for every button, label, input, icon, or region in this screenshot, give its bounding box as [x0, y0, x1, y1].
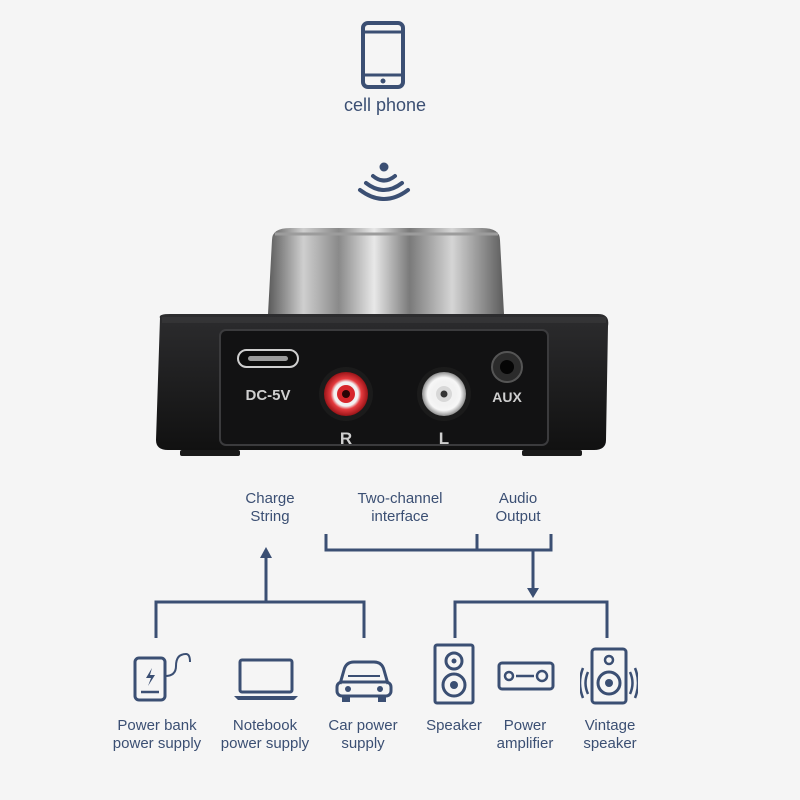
source-label: cell phone	[343, 95, 427, 115]
connector-lines	[154, 534, 609, 638]
vintage-speaker-icon	[580, 647, 638, 705]
laptop-icon	[234, 658, 298, 700]
aux-port-label: AUX	[492, 389, 522, 405]
right-channel-label: R	[340, 429, 352, 448]
power-bank-icon	[133, 652, 191, 702]
smartphone-icon	[361, 21, 405, 89]
bluetooth-receiver-device: DC-5V R L AUX	[156, 228, 609, 456]
dc-port-label: DC-5V	[245, 387, 290, 404]
speaker-icon	[433, 643, 475, 705]
car-icon	[335, 660, 393, 702]
speaker-label: Speaker	[426, 717, 482, 734]
left-channel-label: L	[439, 429, 449, 448]
amplifier-icon	[497, 661, 555, 691]
wireless-signal-icon	[358, 162, 410, 201]
